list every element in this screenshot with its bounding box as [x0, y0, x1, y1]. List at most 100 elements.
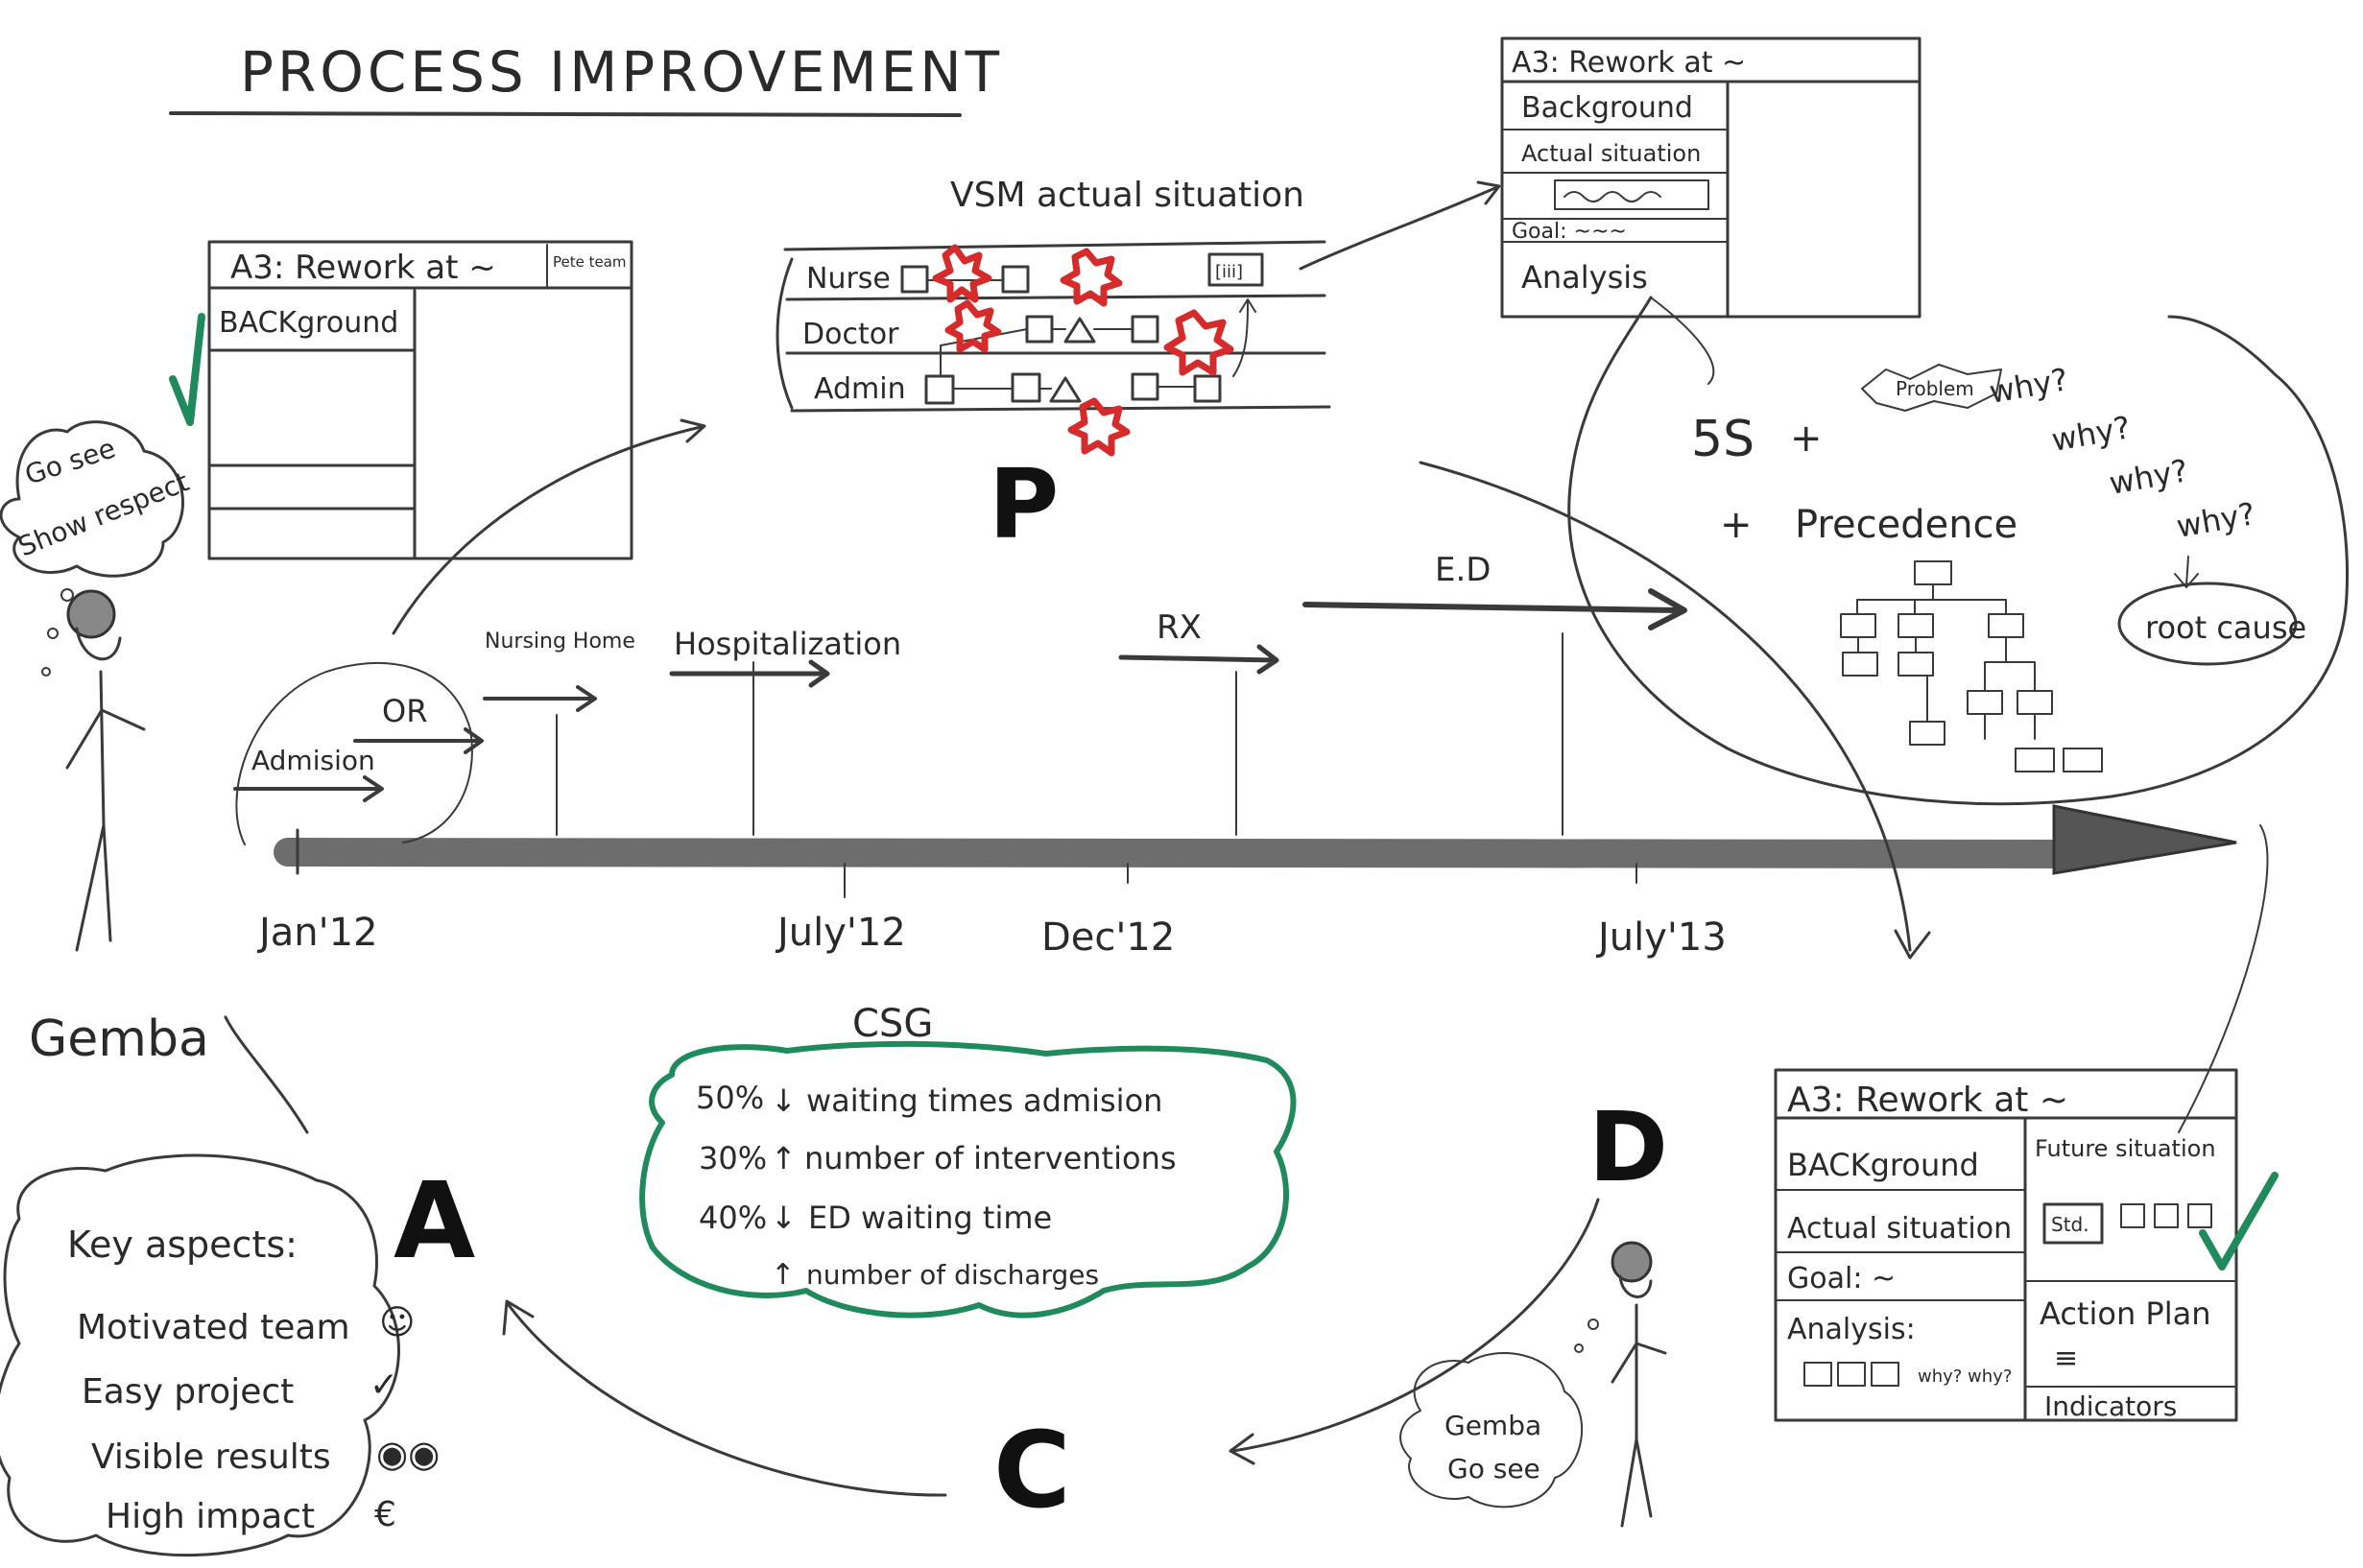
a3-sheet-top-right: A3: Rework at ~ Background Actual situat… — [1500, 36, 1921, 319]
csg-line3-dir: ↓ — [771, 1200, 797, 1236]
gemba-left-label: Gemba — [29, 1010, 209, 1068]
eyes-icon: ◉◉ — [376, 1433, 440, 1475]
smiley-icon: ☺ — [379, 1303, 416, 1342]
a3-top-right-row3: Goal: ~~~ — [1512, 220, 1627, 244]
stick-figure-right — [1611, 1303, 1667, 1528]
waste-star-icon — [944, 299, 1002, 353]
pdca-d: D — [1588, 1091, 1668, 1203]
vsm-data-box-label: [iii] — [1215, 262, 1243, 282]
waste-star-icon — [932, 244, 992, 303]
csg-line1-dir: ↓ — [771, 1082, 797, 1119]
a3-sheet-left: A3: Rework at ~ Pete team BACKground — [207, 240, 633, 560]
waste-star-icon — [1163, 309, 1234, 376]
a3-bottom-right-row5: Indicators — [2044, 1390, 2177, 1422]
csg-line4-dir: ↑ — [771, 1258, 795, 1292]
a3-bottom-right-row4: ≡ — [2054, 1342, 2078, 1375]
analysis-root-cause: root cause — [2145, 609, 2306, 646]
key-aspect-1: Motivated team — [77, 1308, 350, 1347]
analysis-cloud: 5S + + Problem why? why? why? why? root … — [1567, 296, 2350, 806]
a3-left-title: A3: Rework at ~ — [230, 249, 496, 287]
gemba-right-line1: Gemba — [1444, 1410, 1541, 1441]
timeline-arrowhead — [2052, 804, 2237, 875]
csg-line2-value: 30% — [699, 1140, 767, 1176]
csg-line3-value: 40% — [699, 1200, 767, 1236]
a3-bottom-left-row4: Analysis: — [1787, 1313, 1916, 1346]
title-underline — [169, 111, 962, 117]
gemba-left: Go see Show respect Gemba — [0, 420, 209, 1068]
analysis-plus2: + — [1720, 503, 1753, 547]
a3-bottom-right-row1: Future situation — [2035, 1135, 2216, 1162]
csg-line1-value: 50% — [696, 1080, 764, 1116]
csg-line4-text: number of discharges — [806, 1259, 1099, 1291]
a3-bottom-right-row2: Std. — [2051, 1213, 2089, 1236]
analysis-why-1: why? — [1987, 361, 2071, 411]
helmet-icon — [66, 589, 116, 639]
date-jan12: Jan'12 — [256, 911, 378, 955]
analysis-why-3: why? — [2107, 452, 2191, 502]
a3-top-right-row1: Background — [1521, 91, 1693, 125]
analysis-plus1: + — [1790, 416, 1823, 461]
check-scribble-icon: ✓ — [370, 1366, 398, 1405]
a3-top-right-row2: Actual situation — [1521, 140, 1701, 167]
vsm-title: VSM actual situation — [950, 176, 1304, 215]
a3-bottom-title: A3: Rework at ~ — [1787, 1081, 2068, 1120]
csg-title: CSG — [852, 1002, 933, 1046]
precedence-tree — [1840, 560, 2103, 772]
phase-admision: Admision — [251, 745, 375, 776]
analysis-precedence: Precedence — [1795, 503, 2017, 547]
analysis-why-4: why? — [2174, 495, 2258, 545]
a3-bottom-left-row3: Goal: ~ — [1787, 1262, 1896, 1295]
phase-rx: RX — [1157, 608, 1202, 647]
waste-star-icon — [1067, 397, 1131, 457]
phase-nursing-home: Nursing Home — [485, 630, 635, 653]
pdca-a: A — [394, 1159, 475, 1282]
analysis-why-2: why? — [2049, 409, 2134, 459]
waste-star-icon — [1060, 248, 1123, 307]
csg-line3-text: ED waiting time — [808, 1200, 1052, 1236]
gemba-right: Gemba Go see — [1399, 1241, 1667, 1528]
phase-hospitalization: Hospitalization — [674, 626, 901, 662]
key-aspects-title: Key aspects: — [67, 1224, 298, 1266]
a3-top-right-title: A3: Rework at ~ — [1512, 46, 1746, 80]
root-cause-ellipse — [2117, 582, 2298, 666]
a3-bottom-left-row2: Actual situation — [1787, 1212, 2012, 1246]
helmet-icon — [1611, 1241, 1653, 1283]
timeline-bar — [274, 838, 2107, 868]
a3-left-corner: Pete team — [553, 253, 627, 271]
a3-sheet-bottom-right: A3: Rework at ~ BACKground Actual situat… — [1774, 1068, 2238, 1422]
a3-left-background: BACKground — [219, 306, 398, 340]
gemba-left-bubble — [0, 420, 184, 578]
checkmark-icon — [169, 313, 205, 426]
phase-or: OR — [382, 693, 427, 729]
problem-burst-icon — [1861, 364, 2002, 412]
key-aspect-4: High impact — [106, 1497, 315, 1536]
vsm-row-doctor: Doctor — [802, 318, 899, 351]
vsm-row-nurse: Nurse — [806, 262, 891, 296]
gemba-right-line2: Go see — [1447, 1453, 1540, 1485]
a3-bottom-left-row5: why? why? — [1918, 1366, 2012, 1387]
date-dec12: Dec'12 — [1041, 915, 1175, 960]
key-aspect-2: Easy project — [82, 1372, 294, 1412]
a3-bottom-left-row1: BACKground — [1787, 1147, 1979, 1183]
gemba-left-bubble-line1: Go see — [21, 432, 119, 490]
analysis-problem: Problem — [1896, 377, 1974, 400]
csg-panel: CSG 50% ↓ waiting times admision 30% ↑ n… — [639, 1002, 1297, 1319]
key-aspect-3: Visible results — [91, 1437, 331, 1477]
a3-bottom-right-row3: Action Plan — [2040, 1295, 2210, 1332]
euro-icon: € — [374, 1495, 396, 1534]
key-aspects-panel: Key aspects: Motivated team ☺ Easy proje… — [0, 1153, 440, 1557]
vsm-diagram: VSM actual situation Nurse Doctor Admin … — [776, 176, 1331, 457]
pdca-p: P — [989, 448, 1059, 560]
stick-figure-left — [65, 670, 146, 952]
pdca-c: C — [993, 1409, 1071, 1532]
phase-ed: E.D — [1435, 551, 1491, 589]
csg-line2-text: number of interventions — [804, 1140, 1177, 1176]
a3-top-right-row4: Analysis — [1521, 259, 1648, 296]
vsm-row-admin: Admin — [814, 372, 906, 406]
csg-cloud — [639, 1040, 1297, 1319]
vsm-data-box — [1207, 252, 1264, 287]
page-title: PROCESS IMPROVEMENT — [240, 39, 1003, 105]
timeline: Jan'12 July'12 Dec'12 July'13 Admision O… — [233, 551, 2237, 960]
checkmark-icon — [2199, 1172, 2279, 1271]
